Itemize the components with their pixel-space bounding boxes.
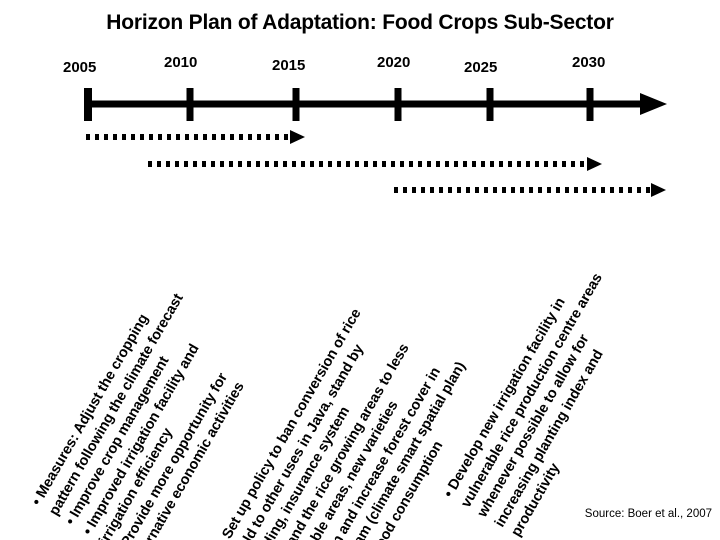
long-term-phase-arrow-head (651, 183, 666, 197)
page-title: Horizon Plan of Adaptation: Food Crops S… (106, 11, 614, 34)
mid-term-phase-arrow-head (587, 157, 602, 171)
mid-term-measures-block: • Set up policy to ban conversion of ric… (214, 300, 488, 540)
year-label-2010: 2010 (164, 54, 198, 71)
timeline-axis-arrowhead (640, 93, 667, 115)
year-label-2020: 2020 (377, 54, 411, 71)
year-label-2025: 2025 (464, 59, 498, 76)
year-label-2030: 2030 (572, 54, 606, 71)
source-note: Source: Boer et al., 2007 (584, 508, 712, 520)
year-label-2005: 2005 (63, 59, 97, 76)
near-term-phase-arrow-head (290, 130, 305, 144)
year-label-2015: 2015 (272, 57, 306, 74)
